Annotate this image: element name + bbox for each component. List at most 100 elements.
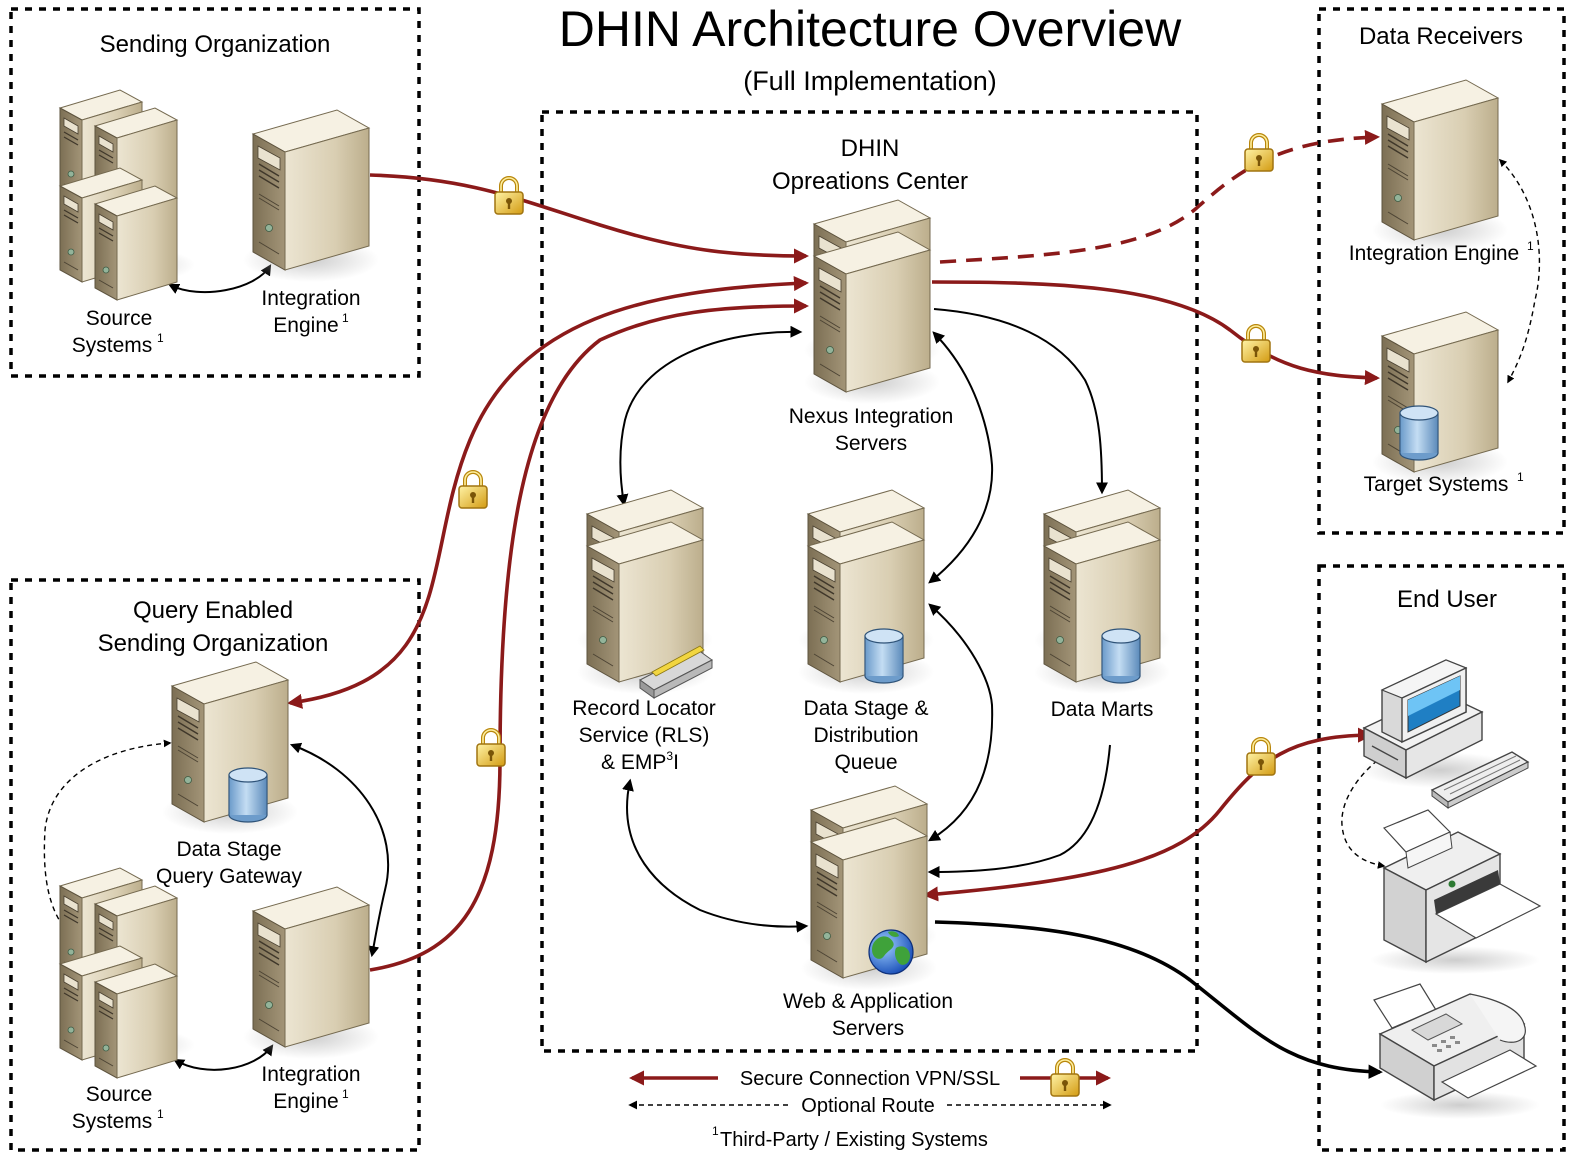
fax-machine-icon	[1373, 983, 1540, 1119]
rls-label-line2: Service (RLS)	[579, 724, 710, 747]
query-engine-label-line1: Integration	[261, 1063, 360, 1086]
link-stage-web	[927, 603, 994, 842]
rls-label: Record Locator Service (RLS) & EMP3I	[572, 697, 716, 774]
secure-route-web-to-end-user	[922, 727, 1374, 902]
diagram-title: DHIN Architecture Overview	[559, 1, 1182, 57]
keyboard-icon	[1443, 755, 1521, 795]
query-integration-engine-label: Integration Engine 1	[261, 1063, 360, 1113]
link-web-fax	[934, 920, 1383, 1079]
data-marts-label: Data Marts	[1051, 698, 1154, 721]
query-source-systems-server-stack	[55, 867, 195, 1079]
target-label-line1: Target Systems	[1364, 473, 1509, 496]
legend-footnote-text: Third-Party / Existing Systems	[720, 1129, 988, 1151]
receiver-integration-engine-label: Integration Engine 1	[1349, 239, 1534, 265]
legend-footnote: 1 Third-Party / Existing Systems	[712, 1124, 988, 1151]
sending-engine-label-sup: 1	[342, 311, 349, 325]
link-nexus-stage	[928, 331, 994, 584]
rls-servers	[576, 489, 714, 699]
group-dhin-operations-center: DHIN Opreations Center	[540, 110, 1199, 1053]
web-label-line2: Servers	[832, 1017, 904, 1040]
link-marts-web	[927, 744, 1111, 878]
link-nexus-rls	[616, 325, 803, 507]
web-application-servers	[800, 785, 938, 991]
dhin-title-line2: Opreations Center	[772, 168, 968, 195]
group-end-user: End User	[1317, 564, 1566, 1152]
end-user-title: End User	[1397, 586, 1497, 613]
legend-footnote-sup: 1	[712, 1124, 719, 1138]
sending-source-systems-label: Source Systems 1	[72, 307, 164, 357]
web-label-line1: Web & Application	[783, 990, 953, 1013]
diagram-subtitle: (Full Implementation)	[743, 66, 997, 96]
group-sending-organization: Sending Organization	[9, 7, 421, 378]
secure-route-nexus-to-target-systems	[931, 280, 1381, 386]
data-receivers-title: Data Receivers	[1359, 23, 1523, 50]
printer-icon	[1370, 809, 1542, 974]
secure-route-nexus-to-query-gateway	[287, 275, 810, 709]
globe-icon	[868, 929, 914, 975]
sending-engine-label-line2: Engine	[273, 314, 338, 337]
stage-label-line3: Queue	[834, 751, 897, 774]
web-label: Web & Application Servers	[783, 990, 953, 1040]
database-icon	[1101, 628, 1141, 684]
query-gateway-label-line2: Query Gateway	[156, 865, 302, 888]
query-engine-label-line2: Engine	[273, 1090, 338, 1113]
target-label-sup: 1	[1517, 470, 1524, 484]
lock-icon	[1243, 133, 1275, 173]
query-gateway-label-line1: Data Stage	[176, 838, 281, 861]
sending-source-label-line1: Source	[86, 307, 153, 330]
secure-route-sending-to-nexus	[369, 173, 810, 264]
receiver-engine-label-line1: Integration Engine	[1349, 242, 1519, 265]
database-icon	[864, 628, 904, 684]
lock-icon	[1240, 324, 1272, 364]
rls-label-line1: Record Locator	[572, 697, 716, 720]
modem-icon	[639, 645, 713, 699]
query-source-label-line2: Systems	[72, 1110, 153, 1133]
nexus-label: Nexus Integration Servers	[789, 405, 954, 455]
legend-secure-label: Secure Connection VPN/SSL	[740, 1068, 1000, 1090]
lock-icon	[1245, 737, 1277, 777]
sending-organization-title: Sending Organization	[100, 31, 331, 58]
sending-integration-engine-label: Integration Engine 1	[261, 287, 360, 337]
query-source-label-sup: 1	[157, 1107, 164, 1121]
sending-source-label-sup: 1	[157, 331, 164, 345]
sending-source-label-line2: Systems	[72, 334, 153, 357]
database-icon	[228, 767, 268, 823]
stage-label-line1: Data Stage &	[804, 697, 929, 720]
query-group-title-line2: Sending Organization	[98, 630, 329, 657]
legend-optional-route: Optional Route	[628, 1095, 1112, 1117]
data-marts-servers	[1033, 489, 1171, 695]
receiver-engine-label-sup: 1	[1527, 239, 1534, 253]
query-group-title-line1: Query Enabled	[133, 597, 293, 624]
query-source-systems-label: Source Systems 1	[72, 1083, 164, 1133]
legend-secure-connection: Secure Connection VPN/SSL	[628, 1058, 1112, 1098]
target-systems-server	[1371, 311, 1509, 485]
database-icon	[1399, 405, 1439, 461]
query-source-label-line1: Source	[86, 1083, 153, 1106]
stage-label-line2: Distribution	[813, 724, 918, 747]
receiver-integration-engine-server	[1371, 79, 1509, 253]
sending-source-systems-server-stack	[55, 89, 195, 301]
secure-route-query-engine-to-nexus	[369, 298, 810, 972]
data-stage-distribution-queue-servers	[797, 489, 935, 695]
query-integration-engine-server	[242, 886, 380, 1060]
dhin-title-line1: DHIN	[841, 135, 900, 162]
nexus-integration-servers	[803, 199, 941, 405]
lock-icon	[493, 176, 525, 216]
stage-label: Data Stage & Distribution Queue	[804, 697, 929, 774]
sending-integration-engine-server	[242, 109, 380, 283]
rls-label-line3: & EMP3I	[601, 749, 679, 774]
optional-route-receiver-engine-target	[1498, 158, 1541, 384]
desktop-computer-icon	[1360, 659, 1530, 809]
query-gateway-label: Data Stage Query Gateway	[156, 838, 302, 888]
link-gateway-engine	[289, 742, 390, 958]
lock-icon	[457, 470, 489, 510]
link-nexus-marts	[933, 308, 1108, 495]
lock-icon	[1049, 1058, 1081, 1098]
sending-engine-label-line1: Integration	[261, 287, 360, 310]
group-data-receivers: Data Receivers	[1317, 7, 1566, 535]
target-systems-label: Target Systems 1	[1364, 470, 1524, 496]
query-engine-label-sup: 1	[342, 1087, 349, 1101]
query-gateway-server	[161, 661, 299, 835]
legend-optional-label: Optional Route	[801, 1095, 934, 1117]
